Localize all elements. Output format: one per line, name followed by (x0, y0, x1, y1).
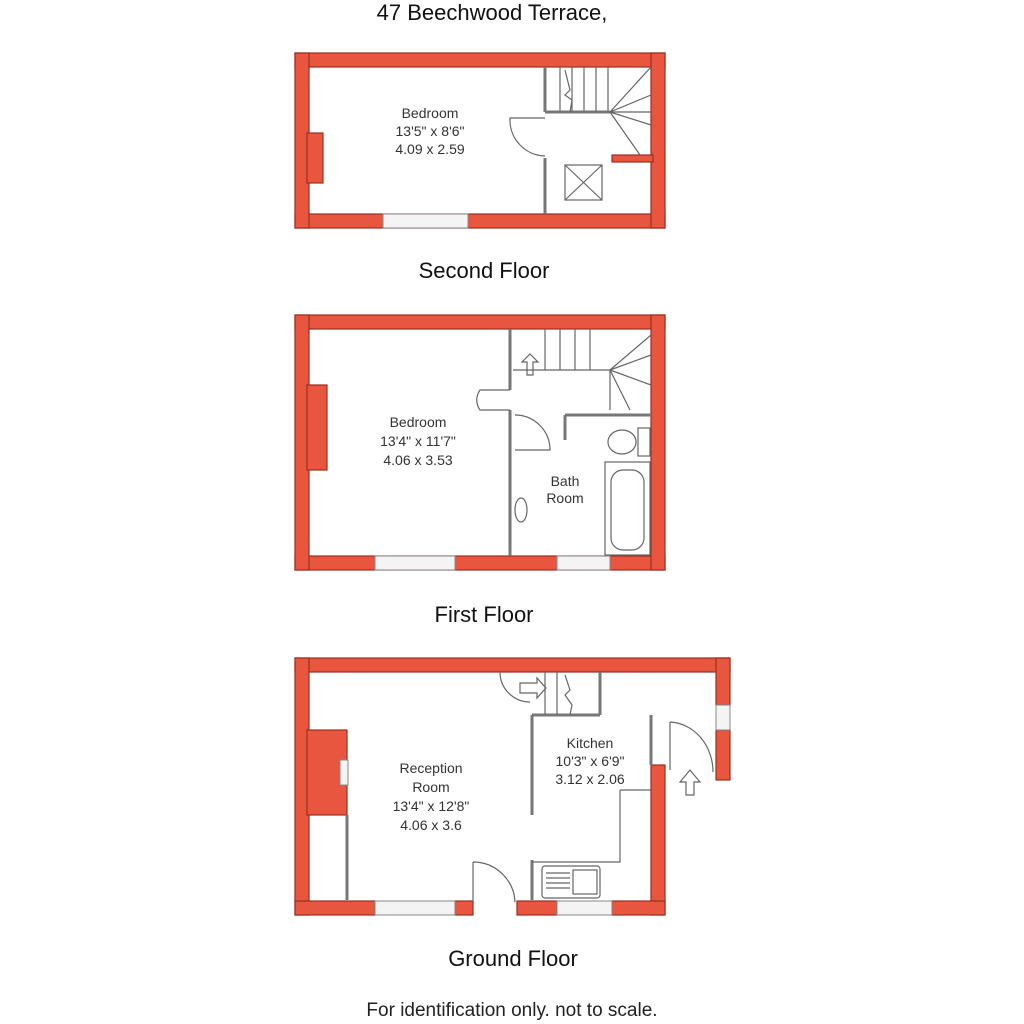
room-name: Room (546, 490, 583, 506)
washbasin (514, 497, 528, 523)
floor-label-ground: Ground Floor (448, 946, 578, 971)
ground-floor-plan: Reception Room 13'4" x 12'8" 4.06 x 3.6 … (294, 657, 731, 916)
room-name: Kitchen (567, 735, 614, 751)
staircase (559, 66, 652, 156)
door-arc (514, 414, 551, 451)
door-arc (509, 117, 546, 157)
room-size-imperial: 10'3" x 6'9" (556, 753, 625, 769)
staircase (519, 672, 573, 716)
room-size-metric: 4.06 x 3.53 (383, 452, 452, 468)
floor-label-second: Second Floor (419, 258, 550, 283)
window (556, 900, 613, 916)
staircase (513, 329, 652, 411)
kitchen-sink (541, 865, 601, 899)
floor-label-first: First Floor (435, 602, 534, 627)
toilet (607, 427, 651, 457)
room-name: Bedroom (390, 414, 447, 430)
room-size-metric: 3.12 x 2.06 (555, 771, 624, 787)
door-arc (476, 389, 510, 411)
window (715, 704, 731, 731)
disclaimer: For identification only. not to scale. (366, 1000, 657, 1021)
window (382, 213, 469, 229)
door-arc (472, 861, 516, 903)
room-name: Reception (399, 760, 462, 776)
skylight (564, 164, 603, 201)
chimney-breast (306, 384, 328, 471)
front-door-arc (669, 721, 714, 773)
window (556, 555, 611, 571)
room-name: Bedroom (402, 105, 459, 121)
room-name: Bath (551, 473, 580, 489)
room-size-metric: 4.06 x 3.6 (400, 817, 462, 833)
door-arc (499, 671, 531, 703)
window (374, 555, 456, 571)
bathtub (604, 461, 651, 556)
room-size-imperial: 13'5" x 8'6" (396, 123, 465, 139)
room-size-metric: 4.09 x 2.59 (395, 141, 464, 157)
entrance-arrow-icon (678, 769, 702, 796)
address-title: 47 Beechwood Terrace, (377, 0, 608, 25)
window (374, 900, 456, 916)
chimney-breast (306, 132, 324, 184)
room-size-imperial: 13'4" x 12'8" (393, 798, 470, 814)
first-floor-plan: Bedroom 13'4" x 11'7" 4.06 x 3.53 Bath R… (294, 314, 666, 571)
room-size-imperial: 13'4" x 11'7" (380, 433, 456, 449)
room-name: Room (412, 779, 449, 795)
second-floor-plan: Bedroom 13'5" x 8'6" 4.09 x 2.59 (294, 52, 666, 229)
